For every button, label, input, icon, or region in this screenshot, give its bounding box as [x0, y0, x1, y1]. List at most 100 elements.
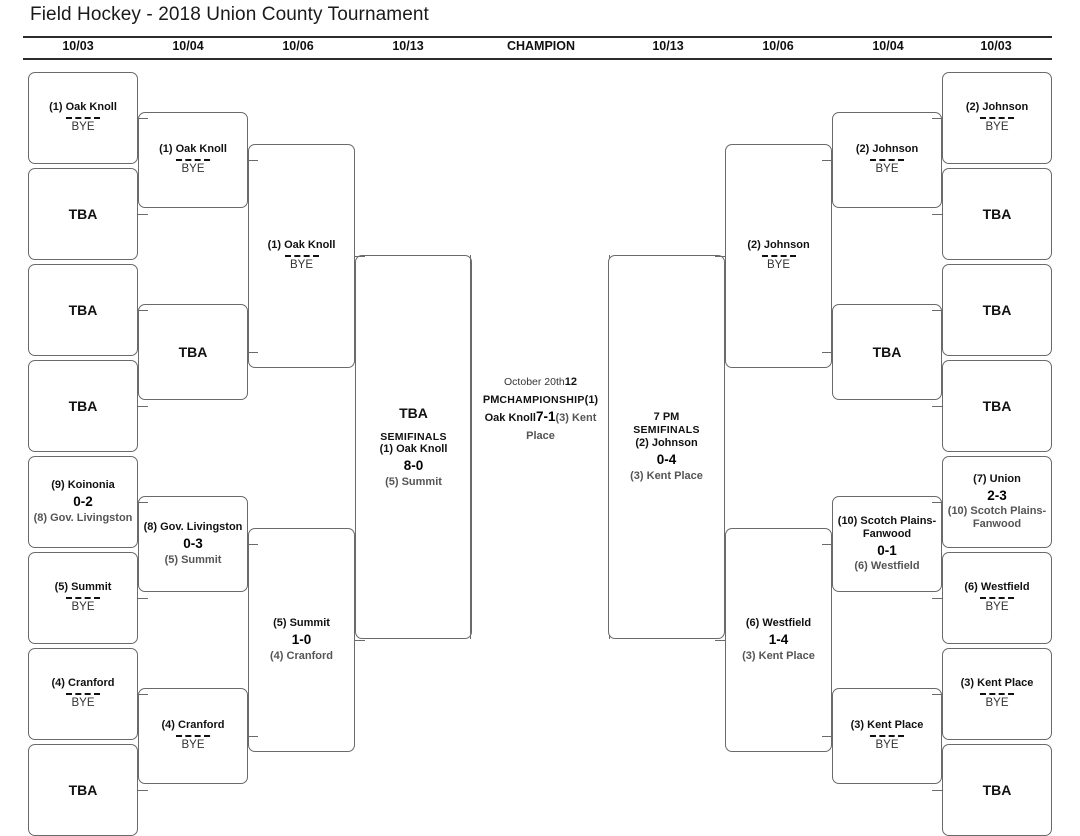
left-r3-match-0-bye: BYE: [289, 259, 313, 272]
right-semifinal-match-team_bottom: (3) Kent Place: [630, 469, 703, 482]
left-r2-match-2-team_bottom: (5) Summit: [164, 553, 222, 566]
right-r1-match-0-team_top: (2) Johnson: [965, 101, 1029, 114]
right-r1-connector-5: [932, 598, 942, 600]
right-r3-connector-1: [715, 640, 725, 642]
championship-team-bottom: (3) Kent Place: [526, 412, 597, 442]
right-r1-match-4-team_top: (7) Union: [973, 472, 1021, 485]
left-r1-match-0-bye: BYE: [71, 121, 95, 134]
left-r1-connector-3: [138, 406, 148, 408]
right-r1-connector-1: [932, 214, 942, 216]
right-r3-match-0-bye: BYE: [766, 259, 790, 272]
right-r3-match-1-team_bottom: (3) Kent Place: [742, 649, 815, 662]
left-r2-match-3-bye: BYE: [181, 739, 205, 752]
right-r1-match-6-bye-dash-icon: [980, 693, 1014, 696]
left-r2-match-3-team_top: (4) Cranford: [161, 719, 225, 732]
left-r1-match-0-bye-dash-icon: [66, 117, 100, 120]
right-r2-match-2-team_top: (10) Scotch Plains-Fanwood: [837, 514, 937, 540]
left-r1-match-5-team_top: (5) Summit: [54, 581, 112, 594]
right-r1-match-2-tba: TBA: [982, 301, 1012, 318]
championship-match[interactable]: October 20th12 PMCHAMPIONSHIP(1) Oak Kno…: [478, 372, 603, 444]
left-r1-match-7-tba: TBA: [68, 781, 98, 798]
left-r3-match-1-team_top: (5) Summit: [273, 617, 330, 630]
right-r3-match-0-team_top: (2) Johnson: [747, 239, 810, 252]
left-r3-connector-1: [355, 640, 365, 642]
right-r2-connector-3: [822, 736, 832, 738]
right-r1-match-1-tba: TBA: [982, 205, 1012, 222]
right-r2-match-3-bye-dash-icon: [870, 735, 904, 738]
left-r1-match-2[interactable]: TBA: [28, 264, 138, 356]
left-r1-match-3[interactable]: TBA: [28, 360, 138, 452]
left-r1-connector-2: [138, 310, 148, 312]
round-header-1: 10/04: [172, 39, 204, 53]
right-r1-match-0-bye: BYE: [985, 121, 1009, 134]
right-r1-match-7-tba: TBA: [982, 781, 1012, 798]
right-r1-match-6-bye: BYE: [985, 697, 1009, 710]
left-r2-match-1[interactable]: TBA: [138, 304, 248, 400]
right-semifinal-match-score: 0-4: [656, 451, 677, 467]
left-r2-connector-1: [248, 352, 258, 354]
right-r1-connector-7: [932, 790, 942, 792]
round-header-2: 10/06: [282, 39, 314, 53]
right-r1-match-1[interactable]: TBA: [942, 168, 1052, 260]
right-r2-match-1[interactable]: TBA: [832, 304, 942, 400]
right-r1-match-5-team_top: (6) Westfield: [964, 581, 1030, 594]
left-r1-match-4-team_bottom: (8) Gov. Livingston: [33, 511, 133, 524]
right-r3-match-1-team_top: (6) Westfield: [745, 617, 812, 630]
right-r1-match-2[interactable]: TBA: [942, 264, 1052, 356]
round-header-4: CHAMPION: [506, 39, 576, 53]
left-r2-connector-3: [248, 736, 258, 738]
right-r2-match-0-bye: BYE: [875, 163, 899, 176]
right-r1-connector-3: [932, 406, 942, 408]
left-r2-match-1-tba: TBA: [178, 343, 208, 360]
left-r1-match-6-bye-dash-icon: [66, 693, 100, 696]
right-r1-connector-6: [932, 694, 942, 696]
championship-date: October 20th: [504, 376, 565, 388]
round-header-8: 10/03: [980, 39, 1012, 53]
left-r1-match-7[interactable]: TBA: [28, 744, 138, 836]
right-r1-match-7[interactable]: TBA: [942, 744, 1052, 836]
championship-score: 7-1: [535, 409, 556, 424]
left-r1-match-2-tba: TBA: [68, 301, 98, 318]
right-r1-match-5-bye-dash-icon: [980, 597, 1014, 600]
center-divider-left: [470, 255, 472, 639]
championship-label: CHAMPIONSHIP: [499, 394, 585, 406]
right-r1-match-3[interactable]: TBA: [942, 360, 1052, 452]
championship-team-top: (1) Oak Knoll: [484, 394, 599, 424]
right-r1-connector-4: [932, 502, 942, 504]
left-r1-match-1-tba: TBA: [68, 205, 98, 222]
round-header-7: 10/04: [872, 39, 904, 53]
left-r1-match-6-bye: BYE: [71, 697, 95, 710]
left-r1-match-1[interactable]: TBA: [28, 168, 138, 260]
left-r1-connector-6: [138, 694, 148, 696]
right-r1-connector-2: [932, 310, 942, 312]
right-semifinal-match-team_top: (2) Johnson: [635, 436, 698, 449]
right-r2-connector-1: [822, 352, 832, 354]
right-r2-match-3-bye: BYE: [875, 739, 899, 752]
left-r1-connector-1: [138, 214, 148, 216]
left-semifinal-match-team_top: (1) Oak Knoll: [379, 443, 448, 456]
left-r3-connector-0: [355, 256, 365, 258]
page-title: Field Hockey - 2018 Union County Tournam…: [30, 4, 429, 25]
left-r1-connector-4: [138, 502, 148, 504]
left-r2-match-0-team_top: (1) Oak Knoll: [159, 143, 227, 156]
